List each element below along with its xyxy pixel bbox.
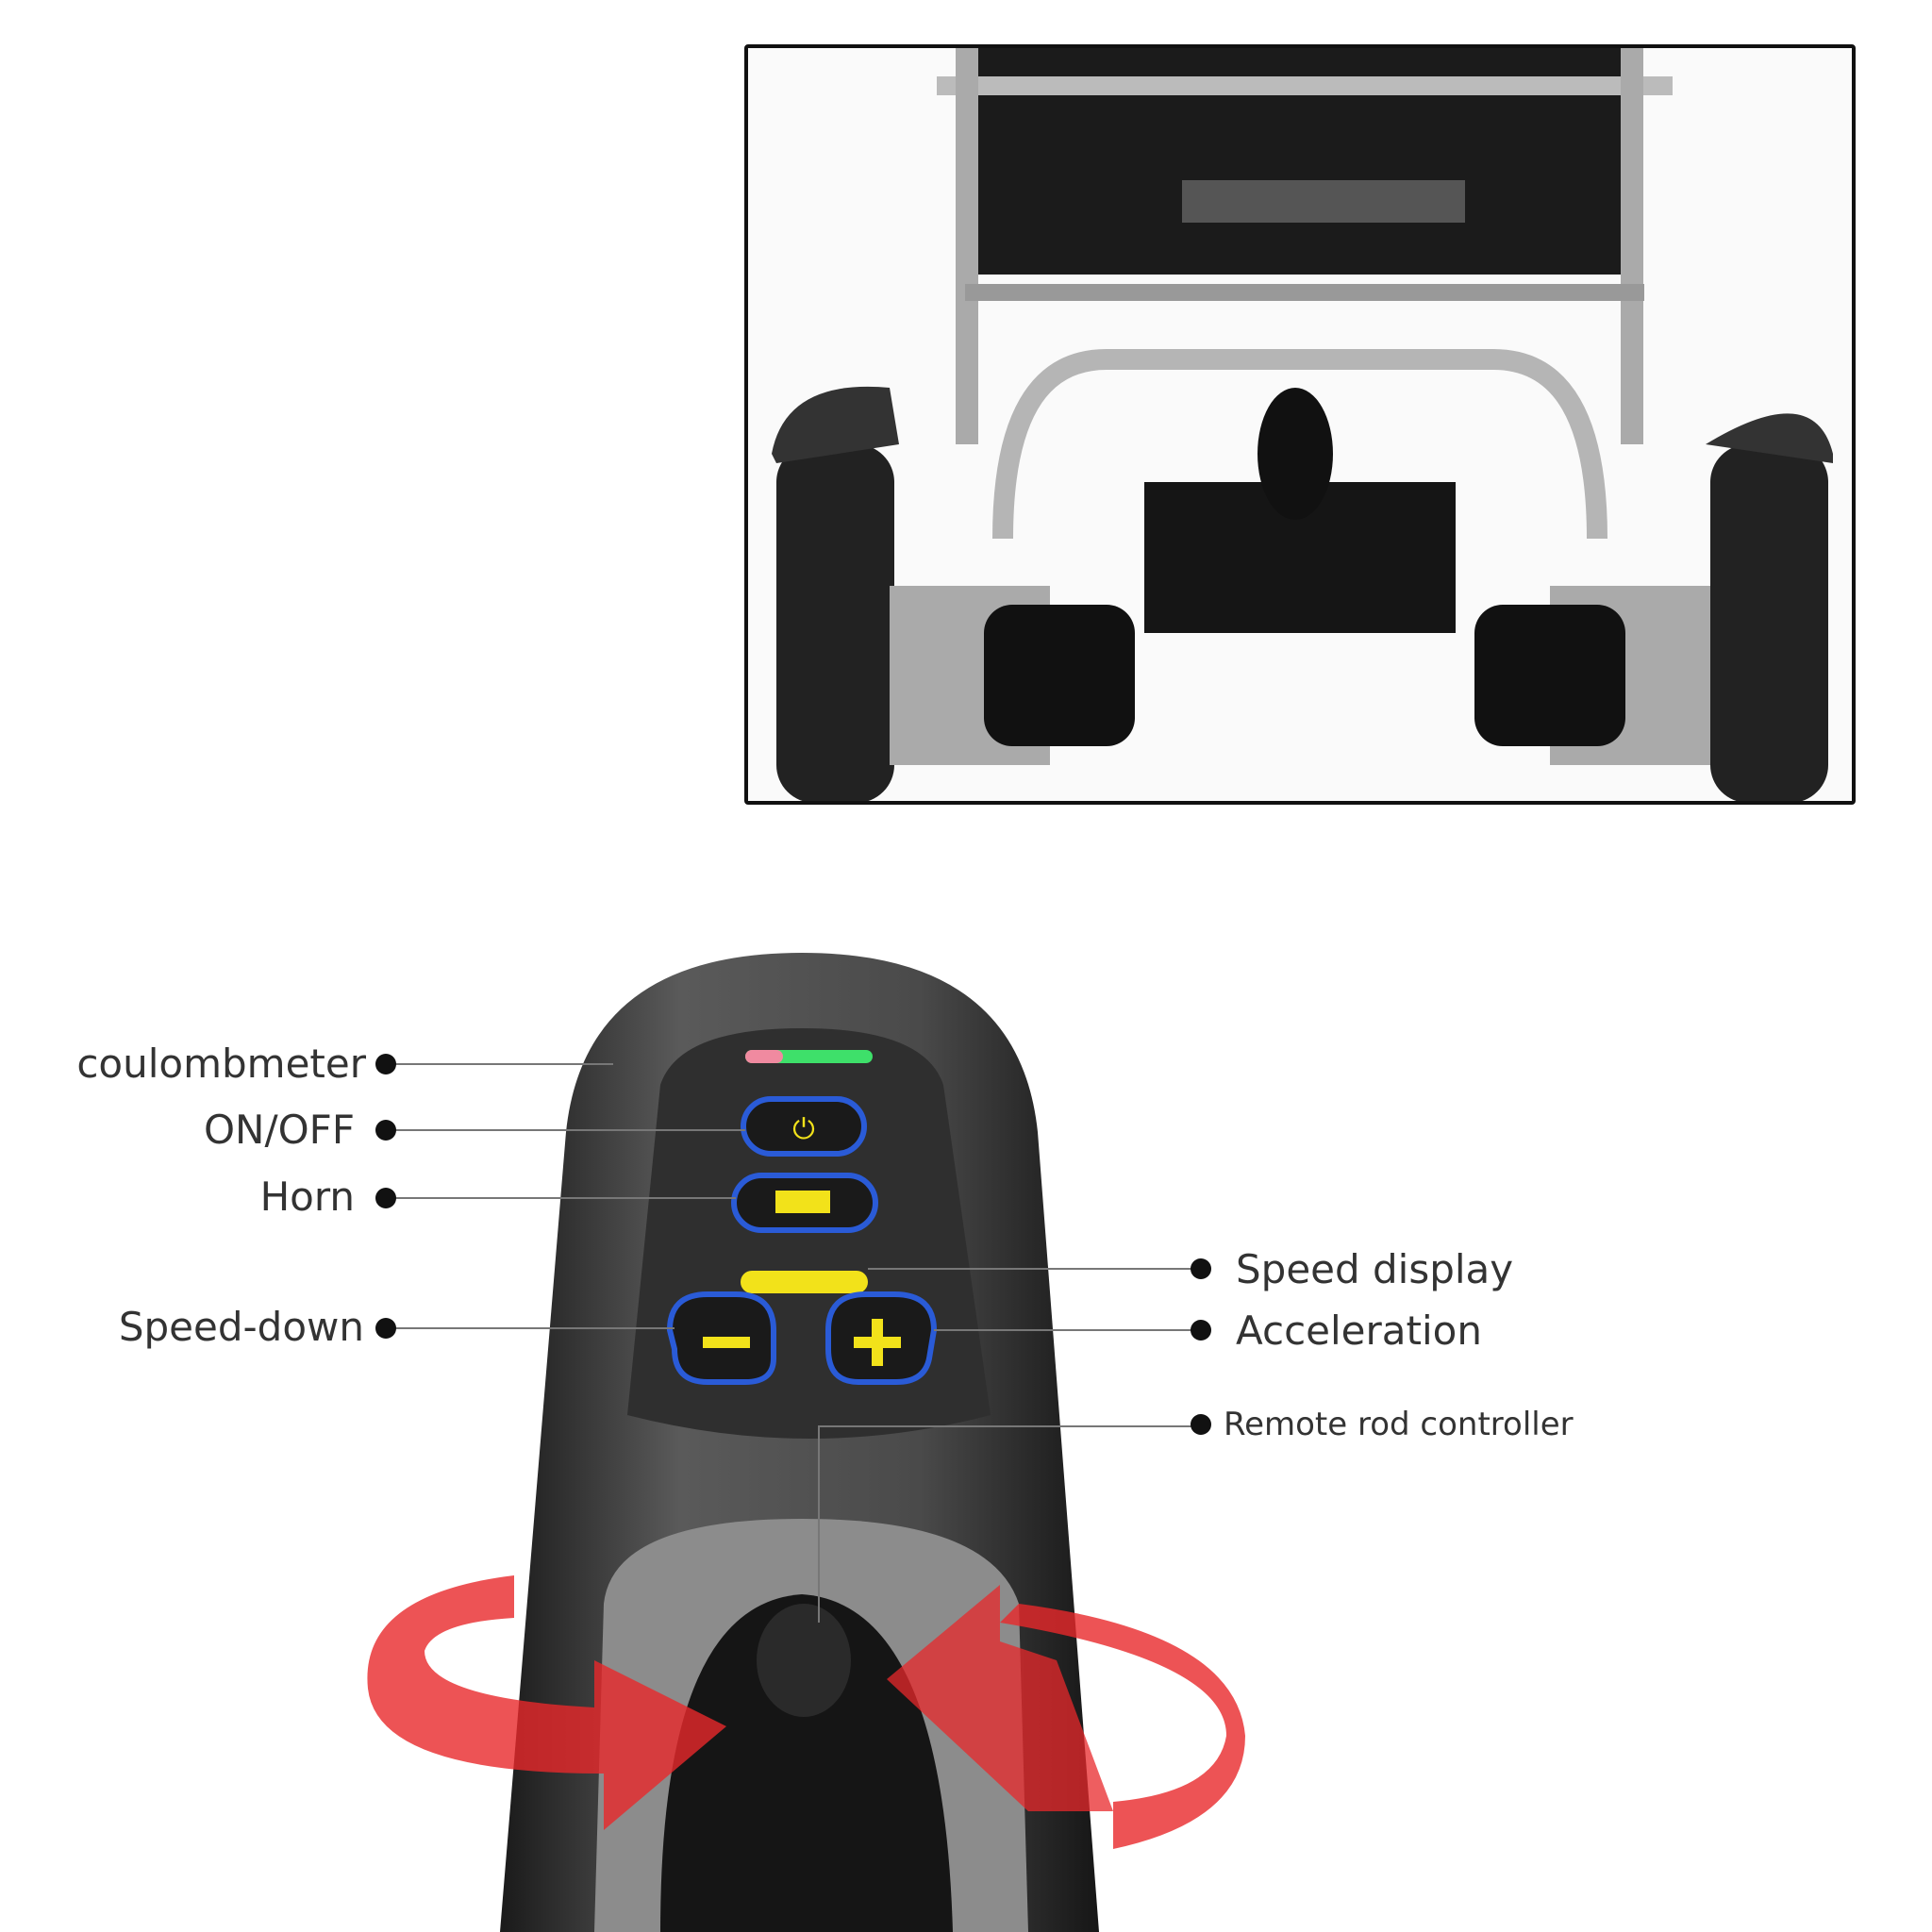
rotation-arrow-left-icon: [367, 1575, 726, 1830]
rotation-arrow-right-icon: [887, 1585, 1113, 1811]
minus-icon: [703, 1337, 750, 1348]
label-speed-down: Speed-down: [118, 1304, 364, 1350]
label-acceleration: Acceleration: [1236, 1307, 1482, 1354]
speed-display-leds: [741, 1271, 868, 1293]
label-speed-display: Speed display: [1236, 1246, 1514, 1292]
horn-icon: [775, 1191, 830, 1213]
callout-dots: [375, 1054, 1211, 1435]
power-button: [741, 1096, 867, 1157]
label-coulombmeter: coulombmeter: [76, 1041, 366, 1087]
wheelchair-illustration: [772, 48, 1833, 801]
wheelchair-rear-photo: [744, 44, 1856, 805]
label-horn: Horn: [259, 1174, 355, 1220]
label-on-off: ON/OFF: [203, 1107, 355, 1153]
callout-lines: [386, 1063, 1201, 1623]
label-remote-rod-controller: Remote rod controller: [1224, 1406, 1574, 1443]
power-icon: ⏻: [792, 1113, 815, 1146]
